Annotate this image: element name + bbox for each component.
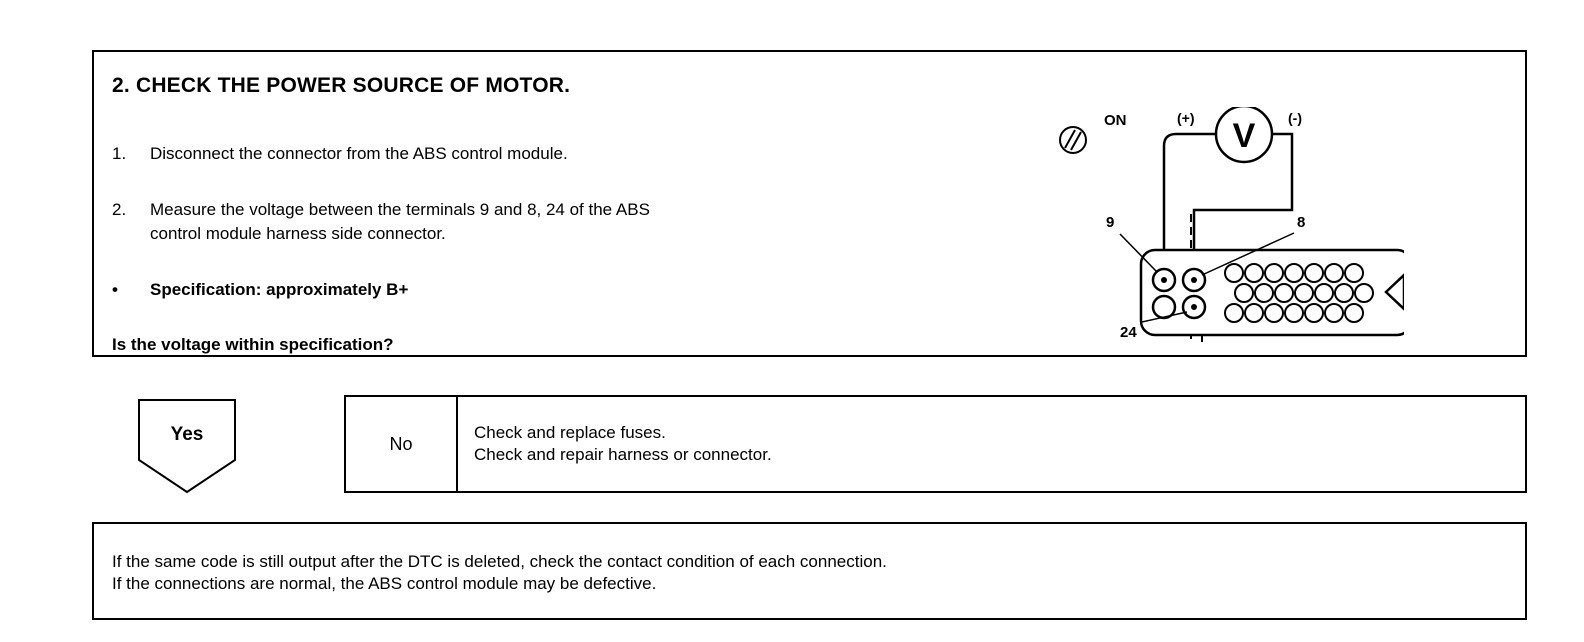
connector-latch-icon bbox=[1384, 273, 1404, 311]
minus-label: (-) bbox=[1288, 110, 1302, 126]
no-label: No bbox=[346, 397, 458, 491]
svg-text:V: V bbox=[1233, 117, 1256, 155]
negative-probe-wire bbox=[1192, 132, 1294, 280]
plus-label: (+) bbox=[1177, 110, 1195, 126]
step-item-1: 1. Disconnect the connector from the ABS … bbox=[112, 142, 568, 166]
final-note-panel: If the same code is still output after t… bbox=[92, 522, 1527, 620]
step-item-2: 2. Measure the voltage between the termin… bbox=[112, 198, 650, 246]
voltmeter-icon: V bbox=[1214, 107, 1274, 164]
note-line-1: If the same code is still output after t… bbox=[112, 552, 887, 571]
item-text: Measure the voltage between the terminal… bbox=[150, 200, 650, 219]
specification-item: • Specification: approximately B+ bbox=[112, 278, 408, 302]
terminal-pins bbox=[1151, 263, 1374, 323]
ignition-switch-icon bbox=[1059, 126, 1087, 154]
item-text-continued: control module harness side connector. bbox=[150, 224, 446, 243]
note-text: If the same code is still output after t… bbox=[112, 551, 887, 595]
yes-arrow-badge bbox=[138, 399, 236, 494]
no-action-text: Check and replace fuses. Check and repai… bbox=[474, 422, 772, 466]
note-line-2: If the connections are normal, the ABS c… bbox=[112, 574, 657, 593]
terminal-24-label: 24 bbox=[1120, 324, 1137, 341]
bullet-icon: • bbox=[112, 280, 118, 299]
positive-probe-wire bbox=[1162, 132, 1216, 280]
step-question: Is the voltage within specification? bbox=[112, 335, 394, 354]
yes-label: Yes bbox=[170, 424, 204, 445]
terminal-9-label: 9 bbox=[1106, 214, 1114, 231]
no-action-line-2: Check and repair harness or connector. bbox=[474, 445, 772, 464]
connector-voltage-diagram: ON (+) (-) V bbox=[1059, 107, 1404, 342]
item-text: Disconnect the connector from the ABS co… bbox=[150, 144, 568, 163]
ignition-label: ON bbox=[1104, 112, 1127, 129]
no-action-line-1: Check and replace fuses. bbox=[474, 423, 666, 442]
item-number: 2. bbox=[112, 200, 127, 219]
no-result-panel: No Check and replace fuses. Check and re… bbox=[344, 395, 1527, 493]
specification-text: Specification: approximately B+ bbox=[150, 280, 409, 299]
check-step-panel: 2. CHECK THE POWER SOURCE OF MOTOR. 1. Di… bbox=[92, 50, 1527, 357]
item-number: 1. bbox=[112, 144, 127, 163]
terminal-8-label: 8 bbox=[1297, 214, 1305, 231]
step-title: 2. CHECK THE POWER SOURCE OF MOTOR. bbox=[112, 74, 571, 97]
